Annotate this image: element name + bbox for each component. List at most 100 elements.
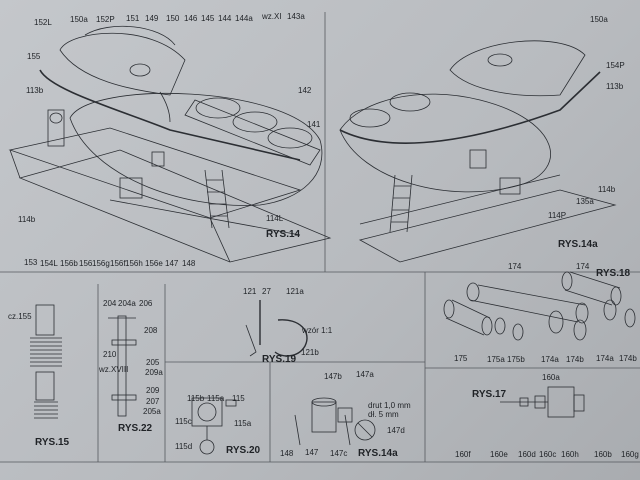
part-label: wz.XI [262,12,282,21]
part-label: 135a [576,197,594,206]
part-label: 146 [184,14,198,23]
part-label: dł. 5 mm [368,410,399,419]
part-label: 147d [387,426,405,435]
part-label: 121 [243,287,257,296]
part-label: 156 [79,259,93,268]
part-label: 147c [330,449,348,458]
rys15-title: RYS.15 [35,437,70,448]
part-label: cz.155 [8,312,32,321]
part-label: 160g [621,450,639,459]
rys14a-ladder [389,174,413,233]
part-label: 150 [166,14,180,23]
rys20-drawing [191,397,237,455]
part-label: 148 [280,449,294,458]
part-label: 156f [110,259,126,268]
part-label: 206 [139,299,153,308]
part-label: 151 [126,14,140,23]
part-label: 174a [596,354,614,363]
part-label: 175a [487,355,505,364]
rys14a-top-title: RYS.14a [558,239,598,250]
part-label: 174b [619,354,637,363]
part-label: 144 [218,14,232,23]
panel-dividers [0,12,640,463]
part-label: wzór 1:1 [302,326,333,335]
part-label: 160c [539,450,557,459]
part-label: 115c [175,417,192,426]
rys14-drawing [8,25,332,263]
part-label: 204 [103,299,117,308]
part-label: 113b [26,86,44,95]
part-label: 160f [455,450,471,459]
part-label: wz.XVIII [99,365,129,374]
part-label: 147 [305,448,319,457]
part-label: 156h [125,259,143,268]
part-label: 114P [548,211,567,220]
part-label: 145 [201,14,215,23]
part-label: 115d [175,442,193,451]
part-label: 175b [507,355,525,364]
part-label: 114b [18,215,36,224]
part-label: 160d [518,450,536,459]
part-label: 154P [606,61,625,70]
part-label: 150a [70,15,88,24]
part-label: 143a [287,12,305,21]
part-label: 209a [145,368,163,377]
part-label: 174 [576,262,590,271]
part-label: 205a [143,407,161,416]
part-label: 115b [187,394,205,403]
part-label: 160b [594,450,612,459]
part-label: 27 [262,287,271,296]
rys14-ladder [204,169,230,229]
part-label: 209 [146,386,160,395]
rys18-drawing [443,271,636,341]
rys19-drawing [245,300,308,357]
part-label: 174 [508,262,522,271]
part-label: 160e [490,450,508,459]
rys20-title: RYS.20 [226,445,261,456]
part-label: 152L [34,18,52,27]
part-label: 204a [118,299,136,308]
part-label: 174b [566,355,584,364]
part-label: 210 [103,350,117,359]
part-label: 175 [454,354,468,363]
part-label: 115a [207,394,225,403]
part-label: 114b [598,185,616,194]
part-label: 121a [286,287,304,296]
part-label: 174a [541,355,559,364]
part-label: 115a [234,419,252,428]
part-label: 147 [165,259,179,268]
rys22-drawing [108,315,137,417]
rys18-title: RYS.18 [596,268,631,279]
part-label: 113b [606,82,624,91]
part-label: 160h [561,450,579,459]
part-label: 205 [146,358,160,367]
part-label: 149 [145,14,159,23]
part-label: 207 [146,397,160,406]
rys19-title: RYS.19 [262,354,297,365]
part-label: 160a [542,373,560,382]
part-label: 148 [182,259,196,268]
part-label: 153 [24,258,38,267]
part-label: 115 [232,394,245,403]
part-label: 150a [590,15,608,24]
rys22-title: RYS.22 [118,423,153,434]
part-label: 147b [324,372,342,381]
part-label: 144a [235,14,253,23]
rys14-title: RYS.14 [266,229,301,240]
part-label: 114L [266,214,284,223]
part-label: 141 [307,120,321,129]
part-label: 121b [301,348,319,357]
part-label: 155 [27,52,41,61]
rys17-title: RYS.17 [472,389,507,400]
part-label: 147a [356,370,374,379]
part-label: 156b [60,259,78,268]
rys17-drawing [500,386,585,418]
part-label: 142 [298,86,312,95]
rys15-drawing [30,304,62,419]
rys14a-top-drawing [339,40,617,263]
part-label: 152P [96,15,115,24]
part-label: 156g [92,259,110,268]
part-label: drut 1,0 mm [368,401,411,410]
